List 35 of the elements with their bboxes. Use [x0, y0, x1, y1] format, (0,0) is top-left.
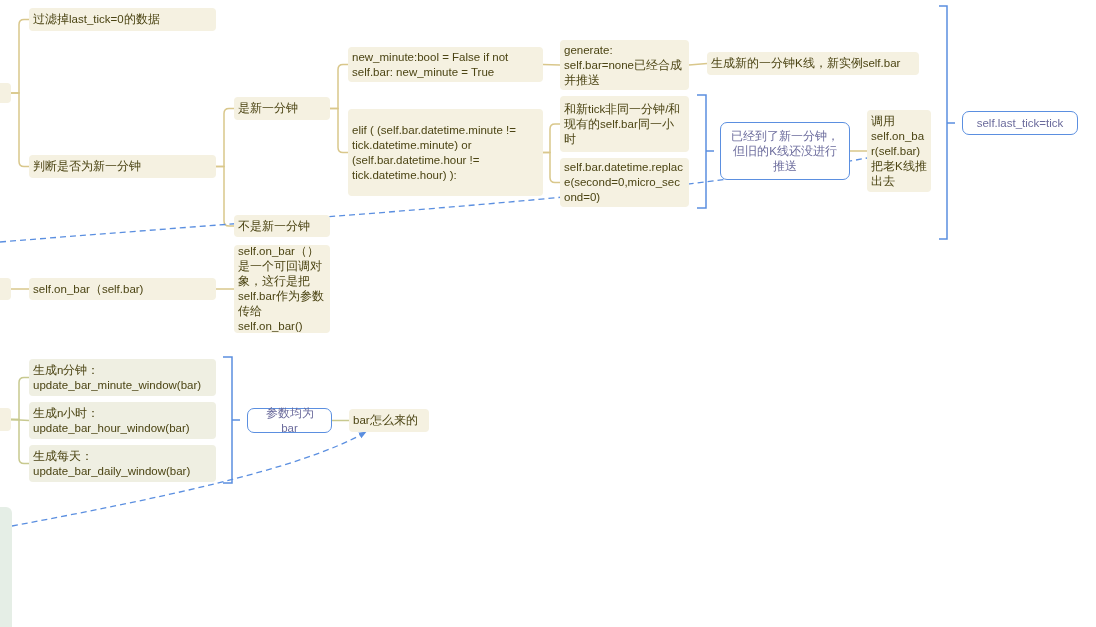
topic-card: generate: self.bar=none已经合成并推送	[560, 40, 689, 90]
summary-card: 已经到了新一分钟，但旧的K线还没进行推送	[720, 122, 850, 180]
topic-card: 生成n小时： update_bar_hour_window(bar)	[29, 402, 216, 439]
topic-card: 生成每天： update_bar_daily_window(bar)	[29, 445, 216, 482]
topic-card	[0, 278, 11, 300]
connector-line	[10, 288, 30, 290]
topic-card: 调用self.on_bar(self.bar)把老K线推出去	[867, 110, 931, 192]
topic-card: self.bar.datetime.replace(second=0,micro_second=0)	[560, 158, 689, 207]
topic-card	[0, 507, 12, 627]
topic-card: 过滤掉last_tick=0的数据	[29, 8, 216, 31]
topic-card: 生成n分钟： update_bar_minute_window(bar)	[29, 359, 216, 396]
topic-card: 生成新的一分钟K线，新实例self.bar	[707, 52, 919, 75]
dashed-arrow	[11, 431, 367, 527]
topic-card: 和新tick非同一分钟/和现有的self.bar同一小时	[560, 96, 689, 152]
topic-card: elif ( (self.bar.datetime.minute != tick.datetime.minute) or (self.bar.datetime.hour != tick.datetime.hour) ):	[348, 109, 543, 196]
summary-card: 参数均为bar	[247, 408, 332, 433]
topic-card	[0, 408, 11, 431]
connector-line	[849, 150, 868, 152]
summary-card: self.last_tick=tick	[962, 111, 1078, 135]
topic-card: 不是新一分钟	[234, 215, 330, 237]
connector-line	[215, 165, 235, 227]
topic-card: self.on_bar（self.bar)	[29, 278, 216, 300]
topic-card: 是新一分钟	[234, 97, 330, 120]
topic-card: 判断是否为新一分钟	[29, 155, 216, 178]
connector-line	[215, 288, 235, 290]
connector-line	[542, 151, 561, 184]
connector-line	[542, 63, 561, 66]
connector-line	[10, 92, 30, 168]
connector-line	[329, 107, 349, 154]
topic-card: self.on_bar（）是一个可回调对象，这行是把self.bar作为参数传给self.on_bar()	[234, 245, 330, 333]
topic-card	[0, 83, 11, 103]
connector-line	[10, 418, 30, 465]
topic-card: bar怎么来的	[349, 409, 429, 432]
connector-line	[688, 62, 708, 66]
topic-card: new_minute:bool = False if not self.bar: new_minute = True	[348, 47, 543, 82]
